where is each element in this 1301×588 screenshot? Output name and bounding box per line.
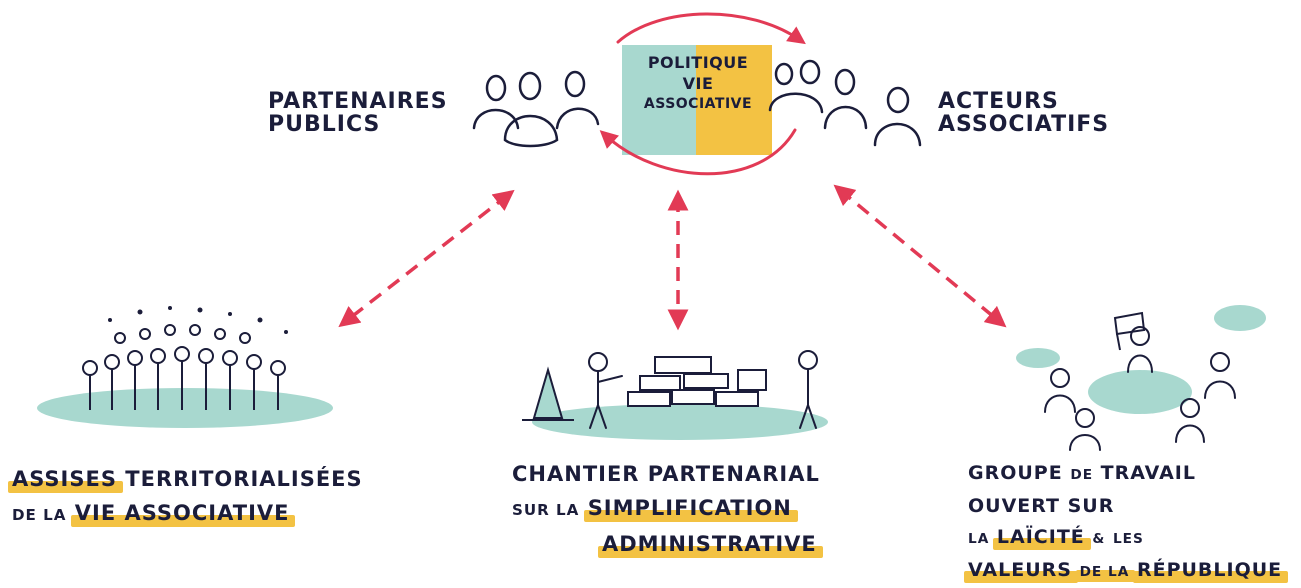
policy-title-line3: ASSOCIATIVE <box>643 96 753 112</box>
de-word: DE <box>1070 467 1094 483</box>
public-partners-line1: PARTENAIRES <box>268 89 448 114</box>
crowd-icon <box>37 306 333 428</box>
ouvert-sur-words: OUVERT SUR <box>968 495 1115 517</box>
policy-title: POLITIQUE VIE ASSOCIATIVE <box>625 52 771 115</box>
sur-la-word: SUR LA <box>512 501 580 519</box>
public-partners-line2: PUBLICS <box>268 112 381 138</box>
de-la-word-2: DE LA <box>1079 564 1130 580</box>
groupe-word: GROUPE <box>968 462 1063 484</box>
groupe-label: GROUPE DE TRAVAIL OUVERT SUR LA LAÏCITÉ … <box>968 458 1282 588</box>
flag-icon <box>1113 311 1146 351</box>
speech-bubble-icon <box>1016 305 1266 368</box>
policy-title-line2: VIE <box>682 74 714 93</box>
cycle-arrows <box>599 12 806 176</box>
traffic-cone-icon <box>522 366 574 421</box>
worksite-scene <box>522 350 828 440</box>
territorialisees-word: TERRITORIALISÉES <box>125 467 363 491</box>
ampersand: & <box>1092 531 1106 547</box>
associative-actors-line2: ASSOCIATIFS <box>938 112 1110 138</box>
travail-word: TRAVAIL <box>1100 462 1196 484</box>
republique-word: RÉPUBLIQUE <box>1136 559 1283 581</box>
associative-actors-line1: ACTEURS <box>938 89 1059 114</box>
public-partners-label: PARTENAIRES PUBLICS <box>268 90 448 136</box>
policy-title-line1: POLITIQUE <box>647 53 749 72</box>
valeurs-word: VALEURS <box>968 559 1072 581</box>
la-word: LA <box>968 531 990 547</box>
assises-word: ASSISES <box>12 467 117 491</box>
connector-arrows <box>338 184 1007 331</box>
les-word: LES <box>1112 531 1144 547</box>
workgroup-scene <box>1016 305 1266 451</box>
laicite-word: LAÏCITÉ <box>996 526 1085 548</box>
chantier-line1: CHANTIER PARTENARIAL <box>512 462 820 486</box>
document-pile-icon <box>627 356 767 407</box>
policy-box <box>622 45 772 155</box>
assises-label: ASSISES TERRITORIALISÉES DE LA VIE ASSOC… <box>12 462 363 532</box>
chantier-label: CHANTIER PARTENARIAL SUR LA SIMPLIFICATI… <box>512 457 820 561</box>
de-la-word: DE LA <box>12 506 67 524</box>
associative-actors-label: ACTEURS ASSOCIATIFS <box>938 90 1109 136</box>
associative-actors-people-icon <box>768 59 922 147</box>
simplification-word: SIMPLIFICATION <box>587 496 792 520</box>
public-partners-people-icon <box>472 70 600 148</box>
administrative-word: ADMINISTRATIVE <box>602 532 817 556</box>
vie-associative-words: VIE ASSOCIATIVE <box>74 501 290 525</box>
